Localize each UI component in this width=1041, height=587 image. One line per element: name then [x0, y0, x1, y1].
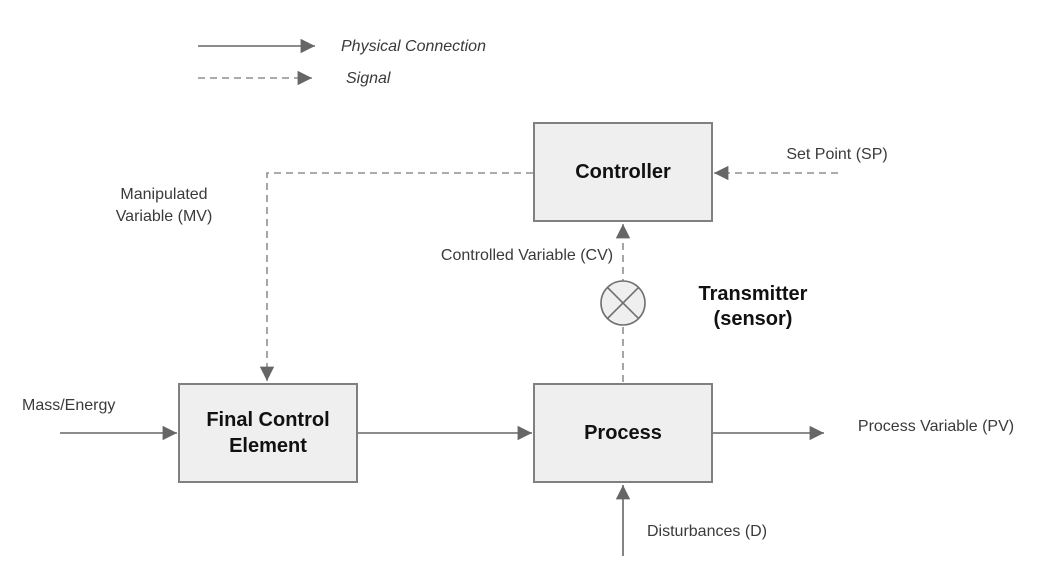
transmitter-sensor-icon [600, 280, 646, 326]
process-box: Process [533, 383, 713, 483]
disturbances-label: Disturbances (D) [647, 523, 768, 540]
legend-signal-label: Signal [346, 70, 391, 87]
transmitter-label: Transmitter (sensor) [698, 283, 808, 330]
controller-box: Controller [533, 122, 713, 222]
legend-physical-connection-label: Physical Connection [341, 38, 486, 55]
mass-energy-label: Mass/Energy [22, 397, 116, 414]
set-point-label: Set Point (SP) [786, 146, 888, 163]
manipulated-variable-label: Manipulated Variable (MV) [115, 186, 213, 226]
process-box-label: Process [584, 422, 662, 444]
final-control-element-box-label: Final Control Element [206, 409, 330, 457]
controlled-variable-label: Controlled Variable (CV) [440, 247, 614, 264]
final-control-element-box: Final Control Element [178, 383, 358, 483]
controller-box-label: Controller [575, 161, 671, 183]
process-variable-label: Process Variable (PV) [857, 418, 1015, 435]
manipulated-variable-signal-arrow [259, 172, 533, 381]
